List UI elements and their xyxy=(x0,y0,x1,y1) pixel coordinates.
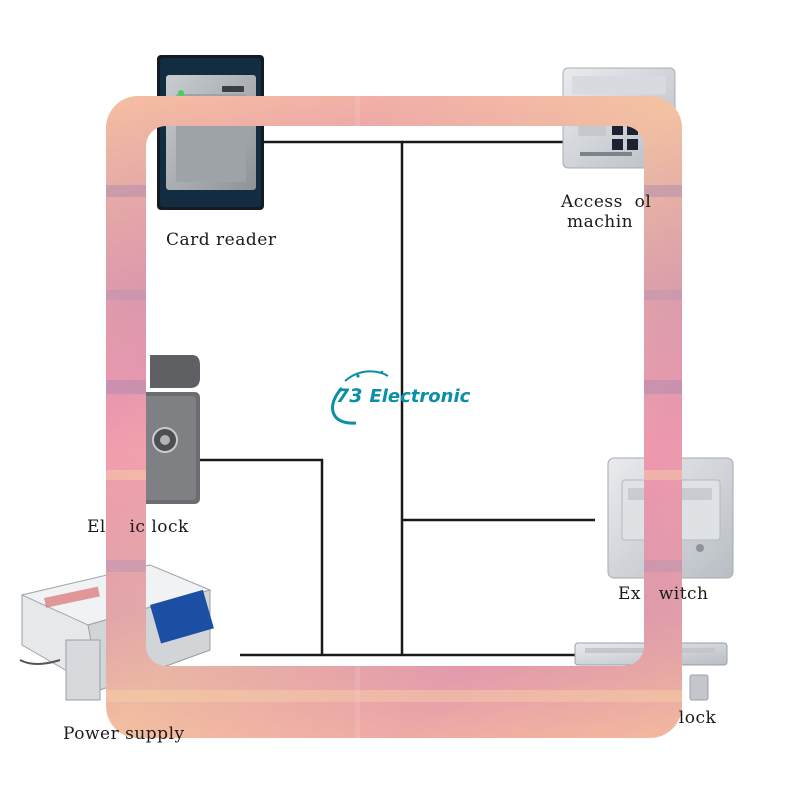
decorative-frame xyxy=(100,90,690,745)
card-reader-label: Card reader xyxy=(166,230,277,250)
logo-word: Electronic xyxy=(369,386,471,407)
magnetic-lock-label: lock xyxy=(667,708,717,728)
access-control-label-line2: machin xyxy=(567,212,634,232)
exit-switch-label: Ex witch xyxy=(618,584,709,604)
access-control-label-line1: Access ol xyxy=(561,192,652,212)
brand-logo: 73 Electronic xyxy=(336,385,470,407)
electric-lock-label: El ic lock xyxy=(87,517,189,537)
logo-number: 73 xyxy=(336,385,363,407)
power-supply-label: Power supply xyxy=(63,724,185,744)
